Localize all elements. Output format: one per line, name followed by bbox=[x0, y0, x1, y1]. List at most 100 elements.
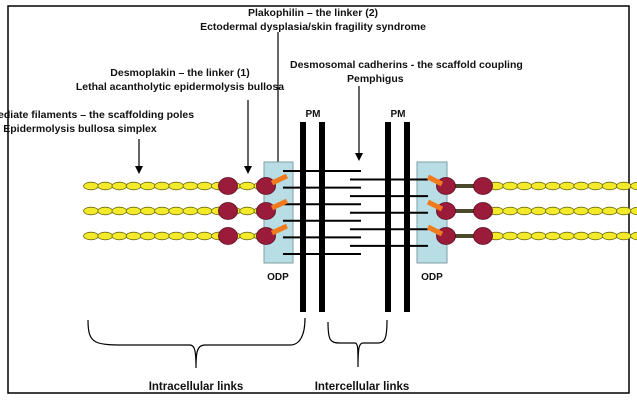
filament-bead bbox=[83, 206, 99, 216]
plakophilin-bar bbox=[270, 173, 289, 186]
filament-bead bbox=[516, 181, 533, 191]
filament-bead bbox=[530, 206, 547, 216]
intermediate-filaments-disease: Epidermolysis bullosa simplex bbox=[3, 123, 157, 135]
desmoplakin-globule bbox=[473, 227, 493, 245]
plakophilin-title: Plakophilin – the linker (2) bbox=[248, 7, 378, 19]
cadherins-title: Desmosomal cadherins - the scaffold coup… bbox=[290, 59, 523, 71]
plakophilin-bar bbox=[426, 199, 444, 212]
filament-row bbox=[83, 223, 637, 245]
filament-bead bbox=[140, 181, 156, 191]
filament-bead bbox=[111, 206, 128, 216]
desmoplakin-label: Desmoplakin – the linker (1) Lethal acan… bbox=[76, 67, 284, 93]
filament-bead bbox=[544, 181, 561, 191]
desmoplakin-globule bbox=[473, 177, 493, 195]
filament-bead bbox=[573, 231, 589, 241]
filament-bead bbox=[83, 231, 99, 241]
desmoplakin-globule bbox=[218, 202, 238, 220]
filament-bead bbox=[587, 181, 604, 191]
plakophilin-arrow-icon bbox=[274, 32, 282, 174]
filament-bead bbox=[239, 181, 256, 191]
filament-bead bbox=[154, 181, 170, 191]
filament-bead bbox=[111, 181, 128, 191]
filament-bead bbox=[601, 206, 618, 216]
intermediate-filaments-title: Intermediate filaments – the scaffolding… bbox=[0, 109, 194, 121]
filament-bead bbox=[630, 206, 637, 216]
intracellular-brace bbox=[87, 317, 306, 369]
filament-bead bbox=[544, 206, 561, 216]
membrane-left-inner bbox=[319, 122, 325, 312]
filament-bead bbox=[544, 231, 561, 241]
membrane-right-inner bbox=[385, 122, 391, 312]
desmoplakin-disease: Lethal acantholytic epidermolysis bullos… bbox=[76, 81, 284, 93]
filament-bead bbox=[239, 231, 256, 241]
filament-bead bbox=[196, 206, 213, 216]
filament-bead bbox=[615, 206, 632, 216]
pm-label-left: PM bbox=[306, 109, 321, 120]
filament-bead bbox=[530, 181, 547, 191]
filament-bead bbox=[530, 231, 547, 241]
cadherins-arrow-icon bbox=[355, 86, 363, 161]
filament-bead bbox=[630, 181, 637, 191]
filament-complexes bbox=[83, 173, 637, 245]
filament-bead bbox=[196, 231, 213, 241]
plakophilin-bar bbox=[270, 223, 289, 236]
filament-bead bbox=[502, 181, 519, 191]
filament-bead bbox=[516, 231, 533, 241]
filament-bead bbox=[168, 231, 185, 241]
filament-row bbox=[83, 198, 637, 220]
filament-bead bbox=[111, 231, 128, 241]
membrane-left-outer bbox=[300, 122, 306, 312]
filament-bead bbox=[239, 206, 256, 216]
filament-bead bbox=[587, 231, 604, 241]
filament-bead bbox=[196, 181, 213, 191]
filament-bead bbox=[601, 181, 618, 191]
pointer-arrows bbox=[135, 32, 363, 174]
filament-bead bbox=[615, 231, 632, 241]
filament-bead bbox=[615, 181, 632, 191]
filament-bead bbox=[168, 206, 185, 216]
filament-bead bbox=[168, 181, 185, 191]
odp-label-left: ODP bbox=[267, 272, 289, 283]
filament-bead bbox=[125, 206, 142, 216]
pm-label-right: PM bbox=[391, 109, 406, 120]
desmoplakin-globule bbox=[218, 227, 238, 245]
desmoplakin-globule bbox=[256, 202, 276, 220]
filament-bead bbox=[97, 206, 113, 216]
filament-bead bbox=[154, 231, 170, 241]
filament-bead bbox=[182, 231, 199, 241]
membrane-right-outer bbox=[404, 122, 410, 312]
desmoplakin-globule bbox=[256, 227, 276, 245]
filament-bead bbox=[630, 231, 637, 241]
odp-label-right: ODP bbox=[421, 272, 443, 283]
desmoplakin-title: Desmoplakin – the linker (1) bbox=[110, 67, 249, 79]
figure-frame bbox=[7, 5, 630, 394]
filament-row bbox=[83, 173, 637, 195]
filament-bead bbox=[182, 206, 199, 216]
filament-bead bbox=[97, 231, 113, 241]
intercellular-brace bbox=[327, 319, 388, 368]
filament-bead bbox=[559, 206, 575, 216]
desmoplakin-arrow-icon bbox=[244, 100, 252, 174]
plakophilin-disease: Ectodermal dysplasia/skin fragility synd… bbox=[200, 21, 426, 33]
filament-bead bbox=[559, 181, 575, 191]
intracellular-label: Intracellular links bbox=[149, 381, 244, 393]
filament-bead bbox=[573, 181, 589, 191]
filaments-arrow-icon bbox=[135, 139, 143, 174]
filament-bead bbox=[140, 206, 156, 216]
filament-bead bbox=[516, 206, 533, 216]
intercellular-label: Intercellular links bbox=[315, 381, 410, 393]
plasma-membranes bbox=[300, 122, 410, 312]
desmoplakin-globule bbox=[256, 177, 276, 195]
filament-bead bbox=[502, 231, 519, 241]
desmoplakin-globule bbox=[473, 202, 493, 220]
filament-bead bbox=[559, 231, 575, 241]
filament-bead bbox=[83, 181, 99, 191]
filament-bead bbox=[97, 181, 113, 191]
filament-bead bbox=[573, 206, 589, 216]
filament-bead bbox=[125, 231, 142, 241]
plakophilin-bar bbox=[270, 198, 289, 211]
filament-bead bbox=[502, 206, 519, 216]
cadherins-label: Desmosomal cadherins - the scaffold coup… bbox=[290, 59, 523, 85]
filament-bead bbox=[154, 206, 170, 216]
